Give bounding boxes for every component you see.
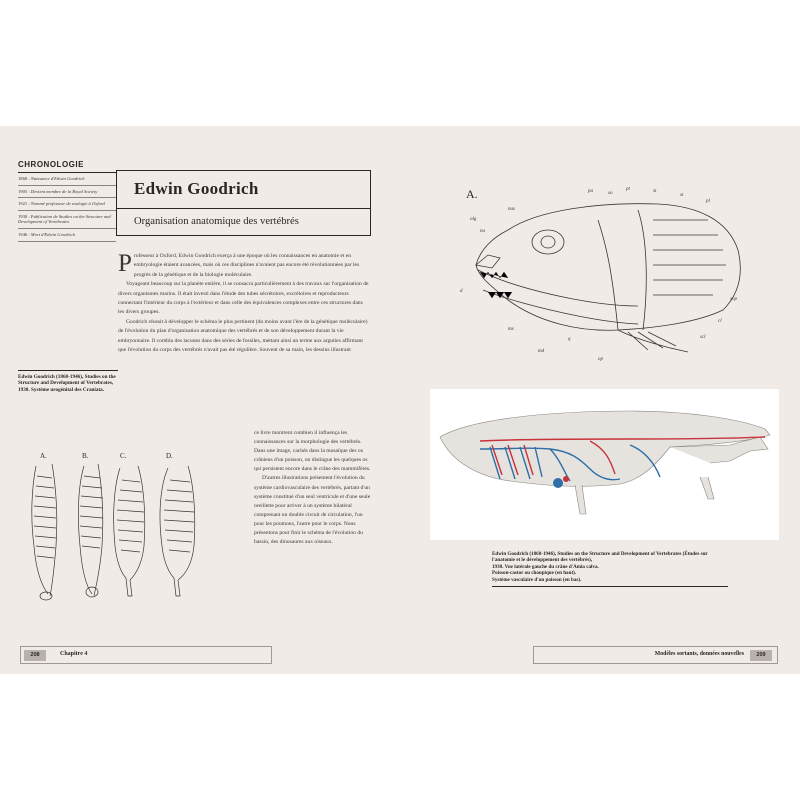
figure-c-drawing	[113, 465, 146, 597]
svg-text:pl: pl	[705, 199, 711, 204]
svg-text:mx: mx	[508, 327, 515, 332]
figure-label: C.	[120, 452, 127, 460]
paragraph-5: D'autres illustrations présentent l'évol…	[254, 475, 371, 546]
figure-label: D.	[166, 452, 173, 460]
left-figure-caption: Edwin Goodrich (1868-1946), Studies on t…	[18, 370, 118, 393]
fish-vascular-photo	[430, 389, 779, 540]
page-number-left: 208	[24, 650, 46, 661]
svg-text:st: st	[680, 193, 684, 198]
svg-text:md: md	[538, 349, 545, 354]
drop-cap: P	[118, 250, 132, 277]
section-label: Modèles sortants, données nouvelles	[654, 651, 744, 657]
paragraph-3: Goodrich réussit à développer le schéma …	[118, 318, 368, 354]
svg-text:d: d	[460, 289, 463, 294]
right-figure-caption: Edwin Goodrich (1868-1946), Studies on t…	[492, 551, 728, 588]
urogenital-figures: A. B. C. D.	[31, 452, 196, 601]
chronology-item: 1946 : Mort d'Edwin Goodrich	[18, 229, 116, 242]
article-subtitle: Organisation anatomique des vertébrés	[134, 216, 299, 227]
svg-text:pt: pt	[625, 187, 631, 192]
page-number-right: 209	[750, 650, 772, 661]
chronology-title: CHRONOLOGIE	[18, 160, 116, 173]
svg-text:olg: olg	[470, 217, 477, 222]
body-text-narrow: ce livre montrent combien il influença l…	[254, 429, 372, 547]
chronology-item: 1921 : Nommé professeur de zoologie à Ox…	[18, 198, 116, 211]
footer-left-bar	[20, 646, 272, 664]
svg-text:q: q	[568, 337, 571, 342]
svg-text:na: na	[480, 229, 486, 234]
amia-skull-drawing: A. olg na nas pa so pt st st pl sop cl scl q md op…	[460, 187, 741, 362]
chronology-sidebar: CHRONOLOGIE 1868 : Naissance d'Edwin Goo…	[18, 160, 116, 242]
figure-a-drawing	[31, 463, 58, 601]
svg-text:pa: pa	[587, 189, 594, 194]
article-title: Edwin Goodrich	[117, 171, 370, 209]
chapter-label: Chapitre 4	[60, 651, 88, 657]
figure-b-drawing	[78, 463, 104, 598]
svg-text:so: so	[608, 191, 613, 196]
paragraph-2: Voyageant beaucoup sur la planète entièr…	[118, 281, 369, 316]
svg-text:cl: cl	[718, 319, 722, 324]
chronology-item: 1868 : Naissance d'Edwin Goodrich	[18, 173, 116, 186]
svg-text:nas: nas	[508, 207, 515, 212]
title-box: Edwin Goodrich Organisation anatomique d…	[116, 170, 371, 236]
svg-text:sop: sop	[730, 297, 737, 302]
figure-label: A.	[40, 452, 47, 460]
footer-right-bar	[533, 646, 778, 664]
figure-d-drawing	[159, 465, 196, 597]
chronology-item: 1930 : Publication de Studies on the Str…	[18, 211, 116, 229]
figure-label: A.	[466, 187, 478, 201]
figure-label: B.	[82, 452, 89, 460]
svg-text:st: st	[653, 189, 657, 194]
paragraph-4: ce livre montrent combien il influença l…	[254, 430, 371, 473]
chronology-item: 1905 : Devient membre de la Royal Societ…	[18, 186, 116, 199]
svg-text:op: op	[598, 357, 604, 362]
svg-text:scl: scl	[700, 335, 706, 340]
